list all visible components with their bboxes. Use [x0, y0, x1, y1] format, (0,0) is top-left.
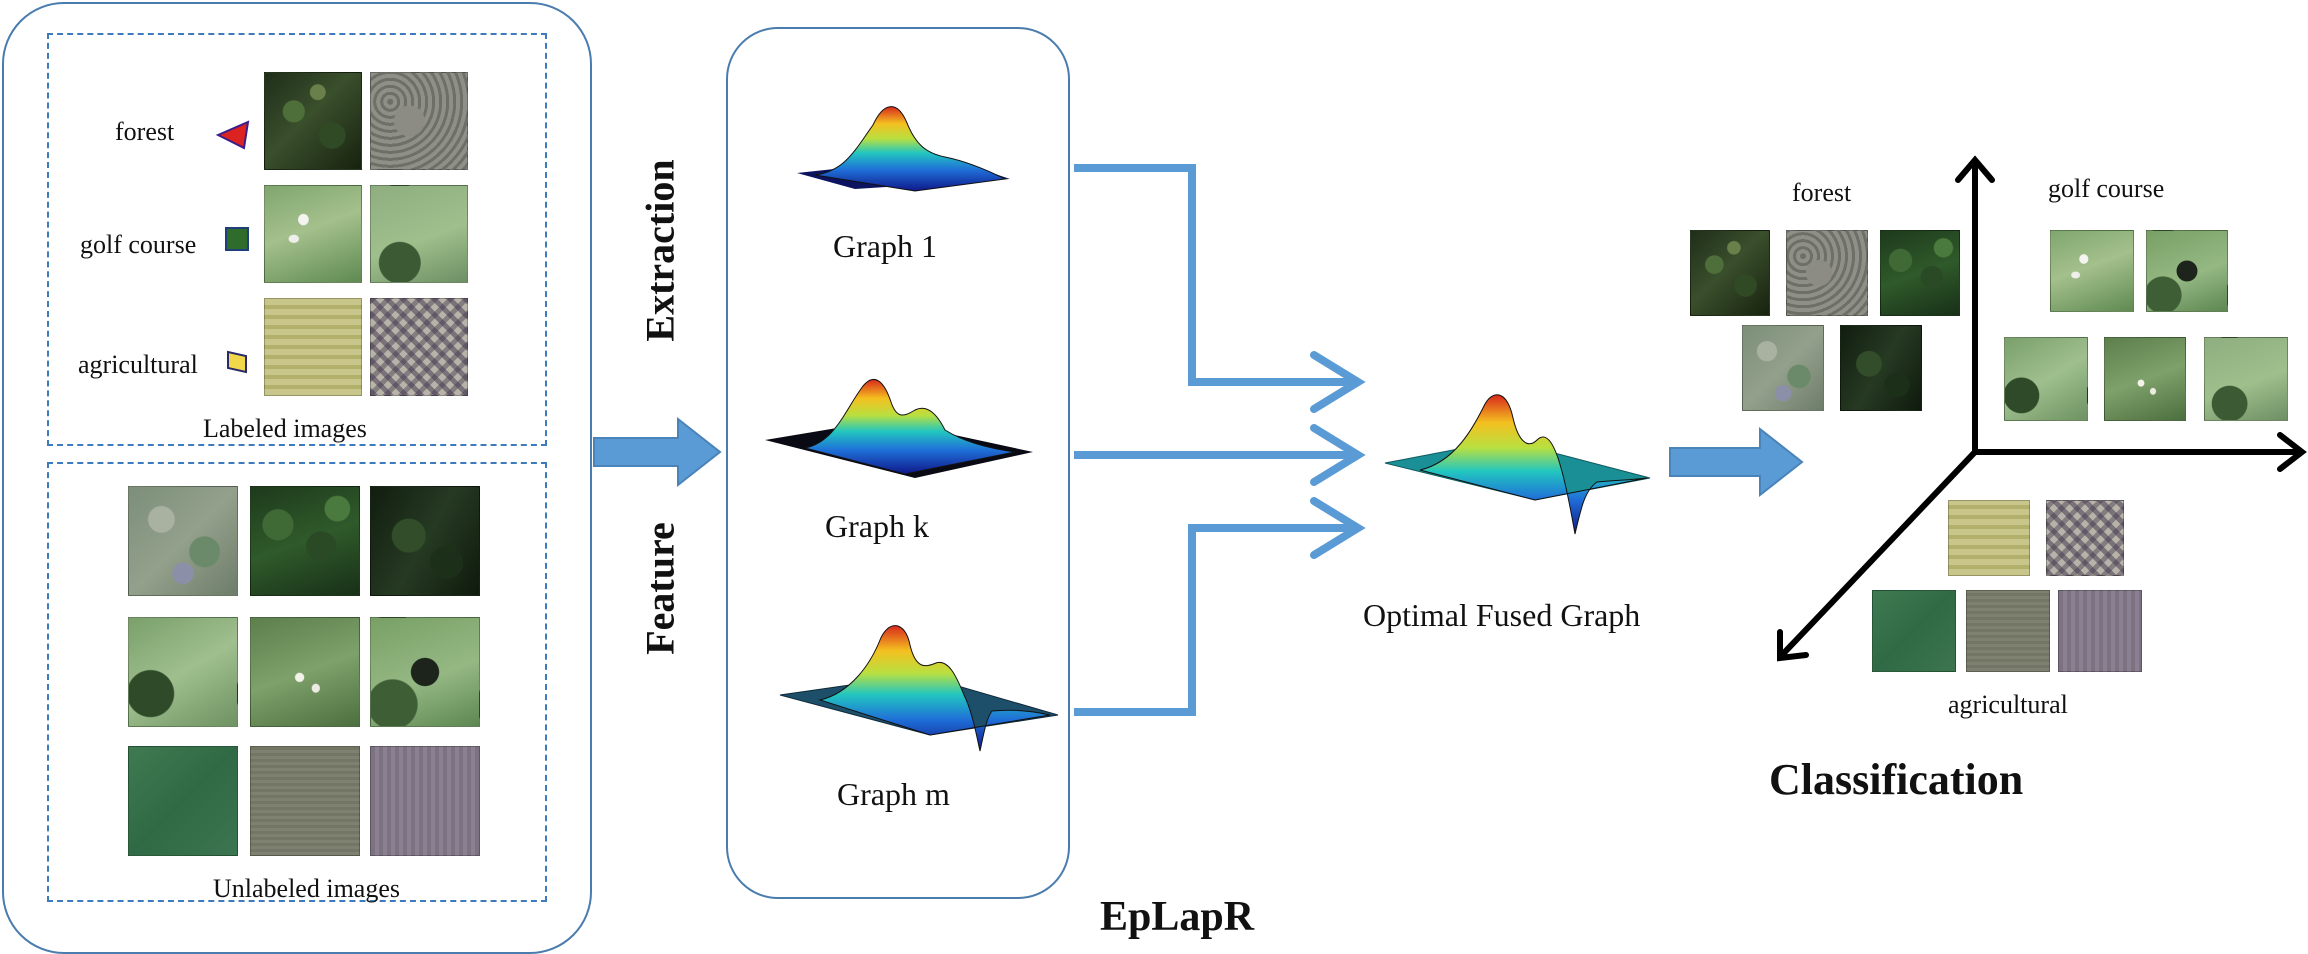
classified-forest-2: [1786, 230, 1868, 316]
feature-extraction-word-extraction: Extraction: [637, 159, 683, 342]
arrow-to-graphs-icon: [593, 416, 722, 488]
classified-agricultural-3: [1872, 590, 1956, 672]
classified-agricultural-2: [2046, 500, 2124, 576]
class-label-agricultural: agricultural: [1948, 690, 2068, 719]
classified-forest-1: [1690, 230, 1770, 316]
graph-1-surface: [797, 106, 1010, 192]
fused-graph-label: Optimal Fused Graph: [1363, 597, 1641, 633]
classified-agricultural-4: [1966, 590, 2050, 672]
method-name: EpLapR: [1100, 894, 1255, 940]
labeled-image-forest-1: [264, 72, 362, 170]
feature-extraction-word-feature: Feature: [637, 522, 683, 655]
graph-k-label: Graph k: [825, 508, 929, 544]
graph-1-label: Graph 1: [833, 228, 937, 264]
labeled-image-agricultural-1: [264, 298, 362, 396]
red-triangle-icon: [215, 120, 250, 150]
labeled-images-caption: Labeled images: [203, 414, 367, 443]
unlabeled-image-2: [250, 486, 360, 596]
classification-axes: [1777, 155, 2307, 662]
graph-k-surface: [765, 378, 1033, 478]
fused-graph-surface: [1384, 394, 1651, 535]
unlabeled-image-8: [250, 746, 360, 856]
class-label-golf-course: golf course: [2048, 174, 2165, 203]
classified-golf-5: [2204, 337, 2288, 421]
classified-agricultural-1: [1948, 500, 2030, 576]
labeled-class-golf-course: golf course: [80, 230, 197, 259]
unlabeled-images-caption: Unlabeled images: [213, 874, 400, 903]
classified-golf-2: [2146, 230, 2228, 312]
graph-m-label: Graph m: [837, 776, 950, 812]
arrow-to-classification-icon: [1669, 426, 1804, 498]
classified-forest-3: [1880, 230, 1960, 316]
unlabeled-image-6: [370, 617, 480, 727]
unlabeled-image-4: [128, 617, 238, 727]
classified-forest-5: [1840, 325, 1922, 411]
unlabeled-image-5: [250, 617, 360, 727]
labeled-image-forest-2: [370, 72, 468, 170]
unlabeled-image-9: [370, 746, 480, 856]
green-square-icon: [225, 227, 249, 251]
labeled-class-forest: forest: [115, 117, 175, 146]
labeled-image-agricultural-2: [370, 298, 468, 396]
classified-golf-3: [2004, 337, 2088, 421]
classified-golf-1: [2050, 230, 2134, 312]
fusion-connectors: [1074, 164, 1366, 716]
class-label-forest: forest: [1792, 178, 1852, 207]
unlabeled-image-3: [370, 486, 480, 596]
classified-agricultural-5: [2058, 590, 2142, 672]
yellow-diamond-icon: [227, 350, 247, 374]
graph-m-surface: [779, 625, 1059, 752]
unlabeled-image-7: [128, 746, 238, 856]
labeled-image-golf-1: [264, 185, 362, 283]
unlabeled-image-1: [128, 486, 238, 596]
classified-forest-4: [1742, 325, 1824, 411]
labeled-image-golf-2: [370, 185, 468, 283]
labeled-images-box: [47, 33, 547, 446]
unlabeled-images-box: [47, 462, 547, 902]
labeled-class-agricultural: agricultural: [78, 350, 198, 379]
classified-golf-4: [2104, 337, 2186, 421]
classification-title: Classification: [1769, 755, 2024, 804]
